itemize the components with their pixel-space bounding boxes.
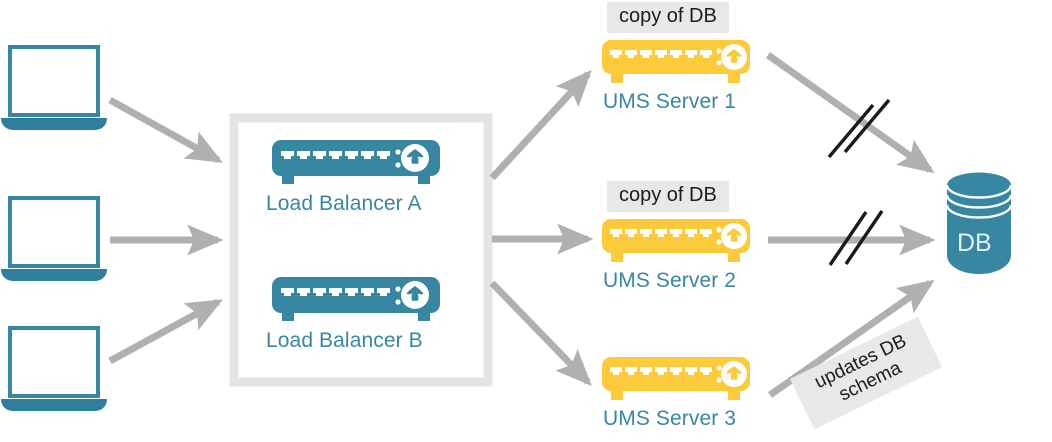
cylinder-ring-1 [945, 184, 1013, 199]
ums-server-appliance-icon-2 [602, 219, 750, 262]
client-laptop-2 [1, 196, 107, 281]
load-balancer-b-label: Load Balancer B [266, 329, 423, 352]
client-laptop-3 [1, 326, 107, 411]
vendor-badge-glyph [726, 49, 742, 63]
port-slots [610, 50, 712, 58]
port-slots [610, 367, 712, 375]
status-led-lower [395, 162, 401, 168]
break-marks-ums2-to-db [828, 210, 884, 266]
status-led-upper [716, 365, 722, 371]
ums-server-appliance-icon-1 [602, 40, 750, 83]
laptop-screen [8, 326, 100, 398]
ums-server-2-label: UMS Server 2 [603, 269, 737, 292]
cylinder-ring-3 [945, 204, 1013, 219]
status-led-upper [395, 149, 401, 155]
status-led-upper [716, 48, 722, 54]
ums-server-appliance-icon-3 [602, 357, 750, 400]
ums-server-3-label: UMS Server 3 [603, 407, 737, 430]
status-led-lower [716, 60, 722, 66]
load-balancer-a-label: Load Balancer A [266, 192, 422, 215]
connector-laptop1-to-loadbalancers [108, 96, 223, 164]
ums-server-1-tag: copy of DB [607, 2, 729, 33]
cylinder-ring-2 [945, 194, 1013, 209]
break-marks-ums1-to-db [827, 98, 891, 159]
laptop-base [1, 269, 107, 281]
status-led-lower [395, 299, 401, 305]
vendor-badge-glyph [406, 286, 424, 301]
status-led-upper [395, 286, 401, 292]
connector-ums1-to-db [765, 52, 935, 174]
connector-loadbalancers-to-ums3 [489, 280, 592, 387]
laptop-screen [8, 45, 100, 117]
load-balancer-appliance-icon-b [272, 277, 440, 321]
vendor-badge-glyph [726, 228, 742, 242]
laptop-base [1, 399, 107, 411]
port-slots [610, 229, 712, 237]
database-cylinder-icon [945, 172, 1013, 274]
database-label: DB [957, 229, 992, 257]
vendor-badge-glyph [406, 149, 424, 164]
status-led-lower [716, 377, 722, 383]
client-laptop-1 [1, 45, 107, 130]
ums-server-1-label: UMS Server 1 [603, 90, 737, 113]
port-slots [281, 151, 390, 159]
connector-laptop3-to-loadbalancers [108, 298, 223, 365]
vendor-badge-glyph [726, 366, 742, 380]
status-led-lower [716, 239, 722, 245]
laptop-screen [8, 196, 100, 268]
ums-server-2-tag: copy of DB [607, 181, 729, 212]
laptop-base [1, 118, 107, 130]
port-slots [281, 288, 390, 296]
status-led-upper [716, 227, 722, 233]
load-balancer-appliance-icon-a [272, 140, 440, 184]
connector-loadbalancers-to-ums1 [489, 69, 592, 181]
